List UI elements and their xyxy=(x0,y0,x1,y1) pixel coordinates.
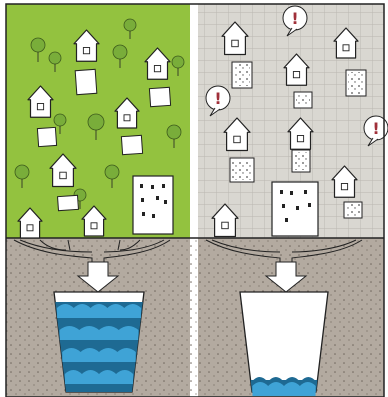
apartment-block-left xyxy=(133,176,173,234)
groundwater-reservoir-left xyxy=(54,292,144,392)
svg-text:!: ! xyxy=(291,9,298,28)
hard-surface-patch xyxy=(75,69,97,94)
hard-surface-patch xyxy=(121,135,142,154)
svg-text:!: ! xyxy=(214,89,221,108)
hard-surface-patch xyxy=(58,195,79,210)
hard-surface-patch xyxy=(149,87,170,106)
apartment-block-right xyxy=(272,182,318,236)
hard-surface-patch xyxy=(37,127,56,146)
groundwater-reservoir-right xyxy=(240,292,328,396)
svg-text:!: ! xyxy=(372,119,379,138)
